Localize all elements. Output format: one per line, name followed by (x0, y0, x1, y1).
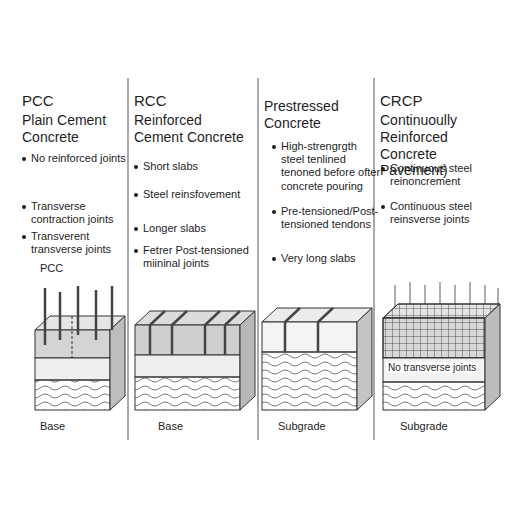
bullet-dot (272, 257, 276, 261)
layer-label: Subgrade (278, 420, 326, 432)
bullet-dot (22, 205, 26, 209)
bullet-text: No reinforced joints (31, 152, 126, 164)
bullet-text: Very long slabs (281, 252, 356, 264)
bullet-dot (22, 235, 26, 239)
bullet-text: Fetrer Post-tensioned miininal joints (143, 244, 249, 269)
bullet-text: Transverent transverse joints (31, 230, 111, 255)
bullet-text-wrap: Short slabs (134, 160, 261, 173)
column-heading-wrap: Reinforced Cement Concrete (134, 112, 252, 146)
column-heading-wrap: RCC (134, 92, 252, 110)
bullet-dot (22, 157, 26, 161)
callout-label: No transverse joints (386, 362, 478, 373)
column-heading-wrap: Prestressed Concrete (264, 98, 370, 132)
layer-label-wrap: Base (158, 420, 218, 433)
layer-label-wrap: Base (40, 420, 100, 433)
column-heading: Reinforced Cement Concrete (134, 112, 244, 145)
bullet-dot (134, 227, 138, 231)
bullet-text-wrap: Continuous steel reinoncrement (381, 162, 508, 188)
column-heading-wrap: PCC (22, 92, 122, 110)
column-heading: PCC (22, 92, 54, 109)
bullet-text: Longer slabs (143, 222, 206, 234)
bullet-text-wrap: Transverent transverse joints (22, 230, 131, 256)
callout-label-wrap: No transverse joints (386, 362, 486, 374)
bullet-text: Short slabs (143, 160, 198, 172)
bullet-text-wrap: Longer slabs (134, 222, 261, 235)
type-label-wrap: PCC (40, 262, 100, 275)
bullet-text-wrap: Pre-tensioned/Post-tensioned tendons (272, 205, 381, 231)
bullet-dot (381, 167, 385, 171)
rcc-slab (135, 311, 255, 410)
bullet-text-wrap: Steel reinsfovement (134, 188, 261, 201)
bullet-text: Continuous steel reinsverse joints (390, 200, 472, 225)
column-heading: Plain Cement Concrete (22, 112, 106, 145)
layer-label: Base (158, 420, 183, 432)
bullet-text: Continuous steel reinoncrement (390, 162, 472, 187)
prestressed-slab (262, 308, 372, 410)
layer-label-wrap: Subgrade (278, 420, 348, 433)
bullet-dot (134, 165, 138, 169)
layer-label-wrap: Subgrade (400, 420, 480, 433)
bullet-text-wrap: Fetrer Post-tensioned miininal joints (134, 244, 261, 270)
column-heading: RCC (134, 92, 167, 109)
column-heading-wrap: Plain Cement Concrete (22, 112, 122, 146)
type-label: PCC (40, 262, 63, 274)
layer-label: Subgrade (400, 420, 448, 432)
bullet-text: High-strengrgth steel tenlined tenoned b… (281, 140, 380, 192)
crcp-slab (383, 282, 500, 410)
column-heading: CRCP (380, 92, 423, 109)
column-divider (128, 78, 374, 440)
bullet-text: Steel reinsfovement (143, 188, 240, 200)
column-heading-wrap: CRCP (380, 92, 508, 110)
bullet-dot (381, 205, 385, 209)
bullet-dot (272, 210, 276, 214)
bullet-text-wrap: High-strengrgth steel tenlined tenoned b… (272, 140, 381, 193)
pcc-slab (35, 286, 125, 410)
bullet-text-wrap: Continuous steel reinsverse joints (381, 200, 508, 226)
bullet-dot (272, 145, 276, 149)
column-heading: Prestressed Concrete (264, 98, 339, 131)
bullet-dot (134, 249, 138, 253)
bullet-text-wrap: No reinforced joints (22, 152, 131, 165)
bullet-text: Pre-tensioned/Post-tensioned tendons (281, 205, 378, 230)
bullet-text-wrap: Transverse contraction joints (22, 200, 131, 226)
bullet-text-wrap: Very long slabs (272, 252, 381, 265)
bullet-dot (134, 193, 138, 197)
bullet-text: Transverse contraction joints (31, 200, 114, 225)
layer-label: Base (40, 420, 65, 432)
